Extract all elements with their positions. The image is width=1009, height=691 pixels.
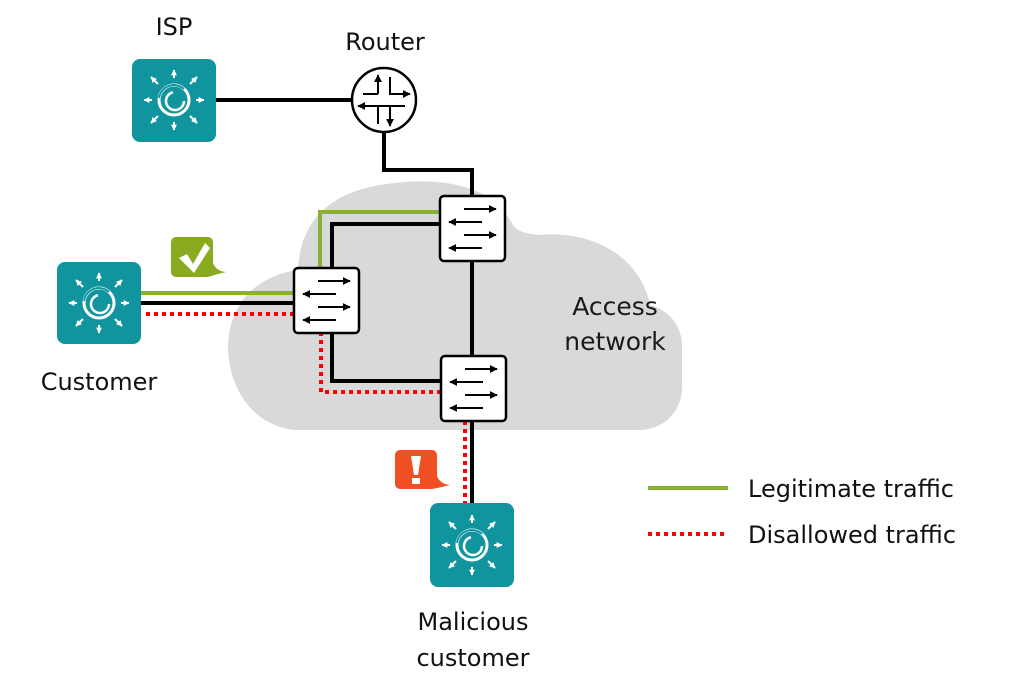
link-switch-top-switch-left [330,222,440,268]
checkmark-bubble-icon [171,237,226,277]
customer-node[interactable]: Customer [41,262,158,396]
legend: Legitimate traffic Disallowed traffic [648,475,956,549]
customer-label: Customer [41,368,158,396]
router-icon [350,66,418,134]
exclamation-bubble-icon [395,450,450,489]
cloud-label-line2: network [564,327,666,356]
link-switch-left-switch-bottom [330,333,441,383]
switch-bottom[interactable] [441,356,506,421]
legitimate-traffic-path-up [318,210,440,268]
isp-label: ISP [156,13,193,41]
cloud-label-line1: Access [572,292,658,321]
legend-disallowed-label: Disallowed traffic [748,521,956,549]
router-label: Router [345,28,425,56]
router-node[interactable]: Router [345,28,425,134]
malicious-label-line1: Malicious [417,608,528,636]
malicious-customer-node[interactable]: Malicious customer [416,503,530,672]
network-links [141,98,474,505]
malicious-label-line2: customer [416,644,529,672]
access-network-cloud: Access network [228,181,682,430]
switch-left[interactable] [294,268,359,333]
switch-icon [294,268,359,333]
switch-top[interactable] [440,196,505,261]
legend-legitimate-label: Legitimate traffic [748,475,954,503]
switch-icon [441,356,506,421]
disallowed-traffic-path-mid [319,333,441,394]
switch-icon [440,196,505,261]
isp-node[interactable]: ISP [132,13,216,142]
link-router-switch-top [382,132,474,196]
